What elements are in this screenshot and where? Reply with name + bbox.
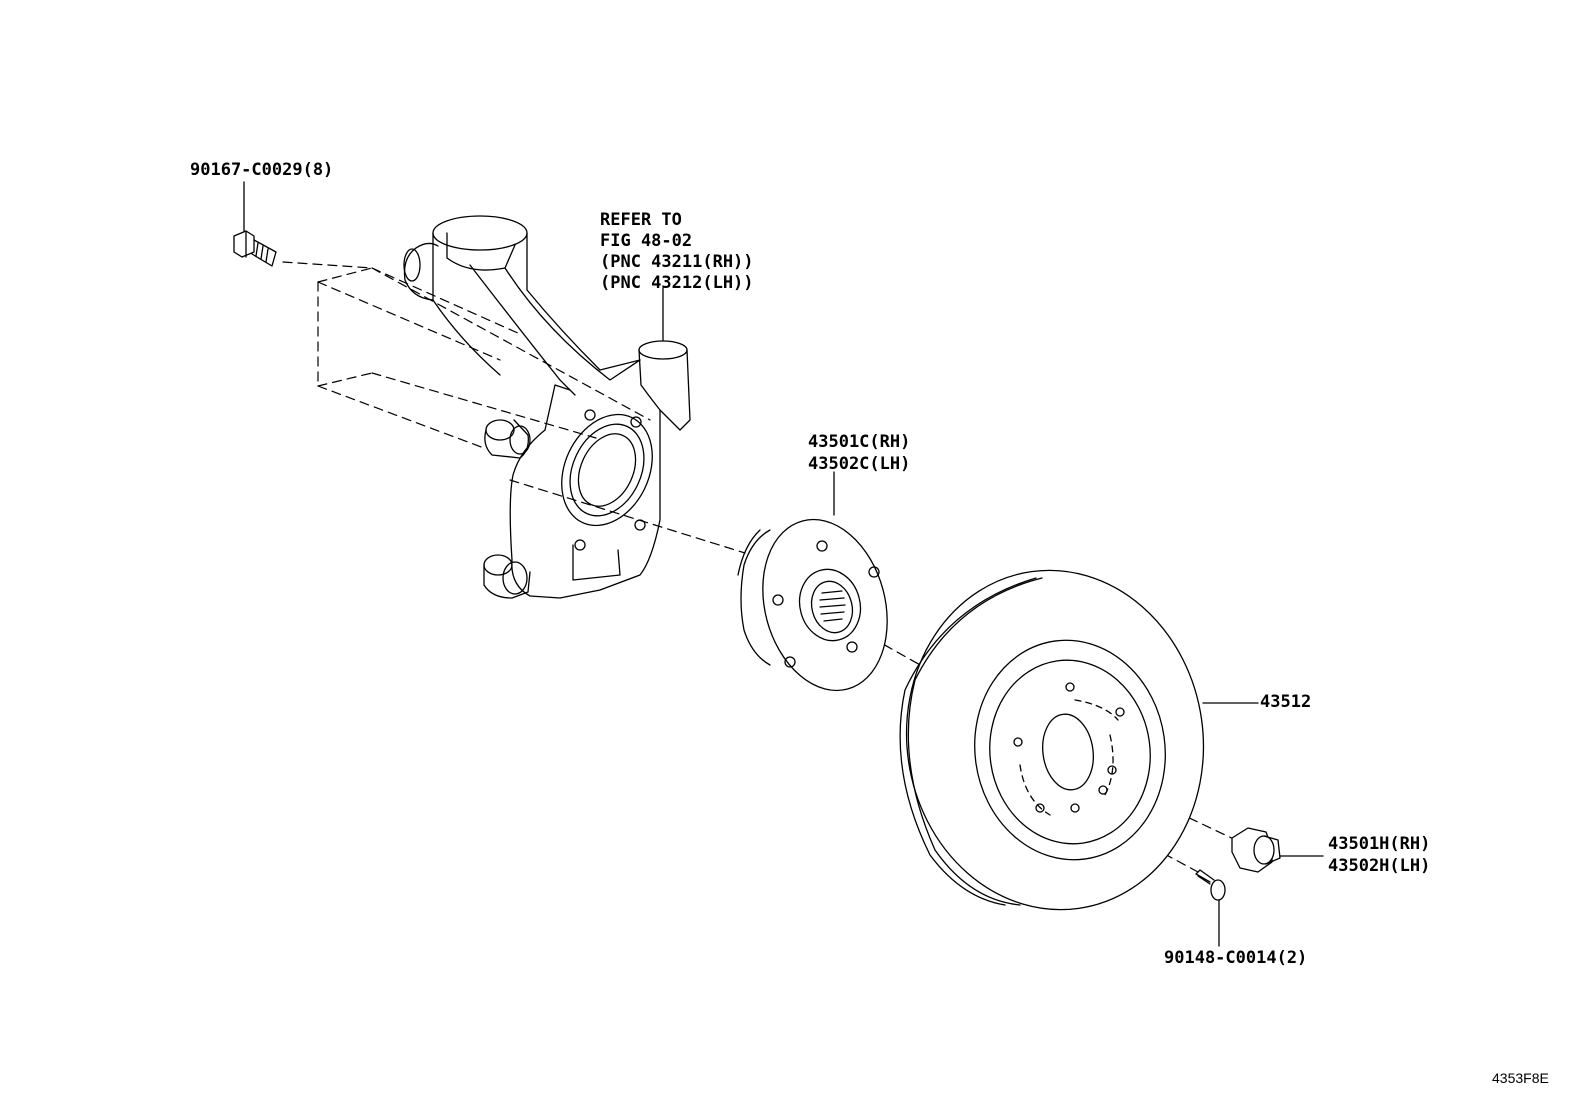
label-refer-line-2: FIG 48-02	[600, 231, 693, 251]
label-bolt-90167: 90167-C0029(8)	[190, 160, 334, 180]
label-refer-line-4: (PNC 43212(LH))	[600, 273, 754, 293]
bolt-90167-icon	[233, 182, 276, 266]
label-screw-90148: 90148-C0014(2)	[1164, 948, 1308, 968]
label-hub-lh: 43502C(LH)	[808, 454, 911, 474]
label-refer-line-3: (PNC 43211(RH))	[600, 252, 754, 272]
label-rotor: 43512	[1260, 692, 1312, 712]
disc-rotor-icon	[885, 551, 1258, 929]
label-nut-lh: 43502H(LH)	[1328, 856, 1431, 876]
rotor-screw-icon	[1196, 870, 1225, 946]
hub-nut-icon	[1232, 828, 1323, 872]
steering-knuckle-icon	[404, 216, 690, 598]
hub-bearing-icon	[738, 472, 905, 705]
label-nut-rh: 43501H(RH)	[1328, 834, 1431, 854]
label-refer-line-1: REFER TO	[600, 210, 682, 230]
label-hub-rh: 43501C(RH)	[808, 432, 911, 452]
figure-code: 4353F8E	[1492, 1070, 1549, 1086]
assembly-guide-lines	[282, 261, 1241, 873]
